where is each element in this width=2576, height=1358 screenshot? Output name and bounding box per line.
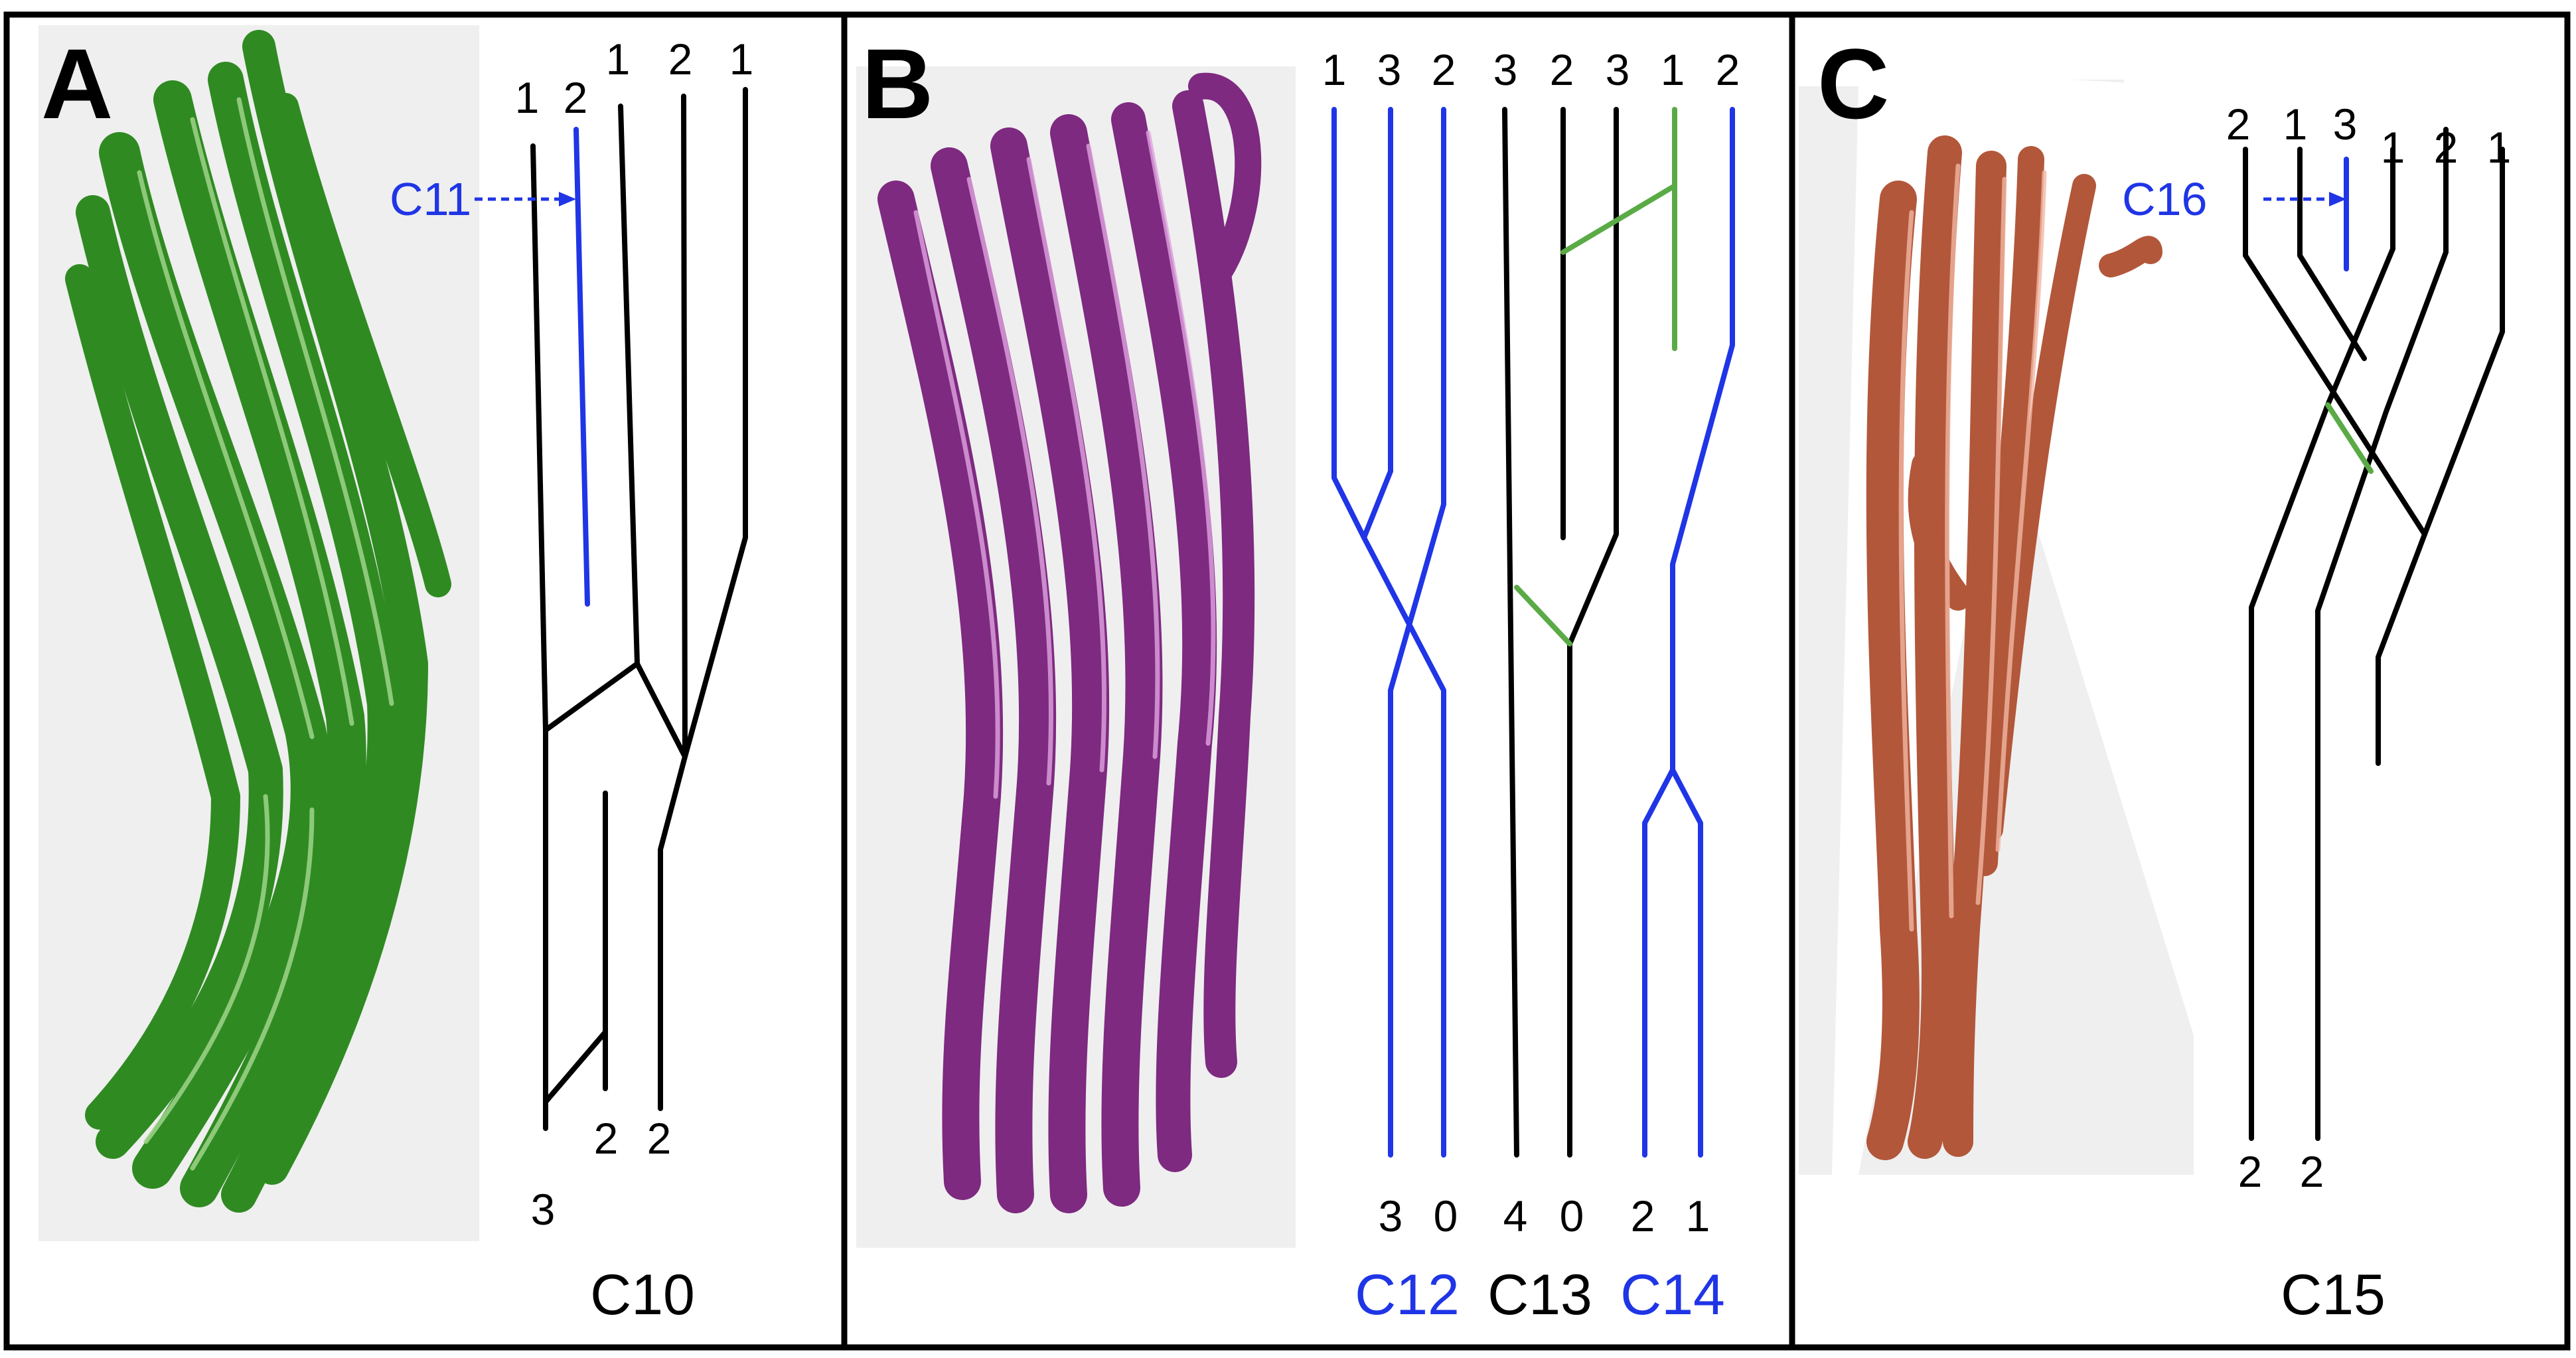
panel-b-bottom-number: 4 (1503, 1191, 1528, 1241)
panel-a-top-number: 1 (606, 35, 631, 84)
panel-b-diagram-line-blue (1391, 110, 1444, 1155)
panel-b-bottom-number: 2 (1631, 1191, 1655, 1241)
panel-b-top-number: 1 (1661, 45, 1685, 94)
panel-a-diagram-line (546, 1032, 605, 1102)
panel-b-diagram-line-green (1517, 587, 1570, 644)
panel-b-top-number: 3 (1377, 45, 1402, 94)
panel-b-diagram-line (1505, 110, 1517, 1155)
panel-a-bottom-number: 2 (594, 1114, 619, 1163)
panel-b-bottom-number: 3 (1379, 1191, 1403, 1241)
panel-b-top-number: 2 (1550, 45, 1574, 94)
panel-c-top-number: 1 (2283, 100, 2308, 149)
panel-a-diagram-line (637, 664, 685, 757)
panel-b-bottom-number: 0 (1560, 1191, 1584, 1241)
panel-a-callout-arrowhead (559, 192, 576, 206)
panel-c-bottom-number: 2 (2238, 1147, 2263, 1196)
panel-b-top-number: 3 (1606, 45, 1630, 94)
panel-b-diagram-line-blue (1364, 110, 1391, 538)
panel-a-top-number: 1 (515, 73, 540, 122)
panel-b-bottom-number: 0 (1434, 1191, 1458, 1241)
panel-c-name: C15 (2281, 1263, 2386, 1327)
panel-c-top-number: 2 (2226, 100, 2251, 149)
panel-b-bottom-number: 1 (1686, 1191, 1710, 1241)
panel-c: C C16 2 1 3 1 2 1 2 2 C15 (1792, 15, 2567, 1347)
panel-a-top-number: 2 (564, 73, 588, 122)
panel-b: B 1 3 2 3 2 3 1 2 3 0 4 0 2 1 C12 C13 C1… (844, 15, 1792, 1347)
panel-b-top-number: 2 (1716, 45, 1740, 94)
panel-b-top-number: 3 (1493, 45, 1518, 94)
panel-c-top-number: 2 (2434, 123, 2459, 172)
panel-c-top-number: 1 (2381, 123, 2405, 172)
panel-c-render-background (1799, 86, 1858, 1175)
panel-b-diagram-line (1570, 110, 1616, 1155)
panel-c-diagram-line (2245, 149, 2425, 534)
panel-a-bottom-number: 2 (647, 1114, 672, 1163)
panel-b-letter: B (862, 28, 933, 139)
panel-c-top-number: 3 (2333, 100, 2358, 149)
panel-a-callout-label: C11 (390, 173, 471, 225)
panel-b-name: C13 (1487, 1263, 1592, 1327)
panel-a-top-number: 2 (668, 35, 693, 84)
panel-c-diagram-line (2300, 149, 2364, 358)
panel-a-diagram-line-blue (576, 129, 587, 604)
panel-a-letter: A (41, 28, 113, 139)
panel-b-diagram-line-blue (1673, 770, 1701, 1155)
panel-c-diagram-line (2378, 149, 2502, 763)
panel-b-diagram-line-blue (1645, 110, 1732, 1155)
panel-a-name: C10 (590, 1263, 695, 1327)
panel-a: A C11 1 2 1 2 1 2 2 3 C10 (7, 15, 844, 1347)
panel-b-top-number: 1 (1322, 45, 1347, 94)
panel-c-bottom-number: 2 (2300, 1147, 2324, 1196)
panel-c-letter: C (1817, 28, 1889, 139)
panel-a-top-number: 1 (729, 35, 754, 84)
panel-a-diagram-line (533, 146, 546, 1128)
panel-c-callout-label: C16 (2122, 173, 2207, 225)
panel-b-name: C14 (1620, 1263, 1725, 1327)
panel-c-top-number: 1 (2487, 123, 2512, 172)
panel-b-top-number: 2 (1432, 45, 1456, 94)
panel-a-diagram-line (684, 96, 685, 757)
panel-a-bottom-number: 3 (531, 1185, 556, 1234)
panel-b-name: C12 (1355, 1263, 1460, 1327)
panel-a-diagram-line (660, 90, 745, 1108)
